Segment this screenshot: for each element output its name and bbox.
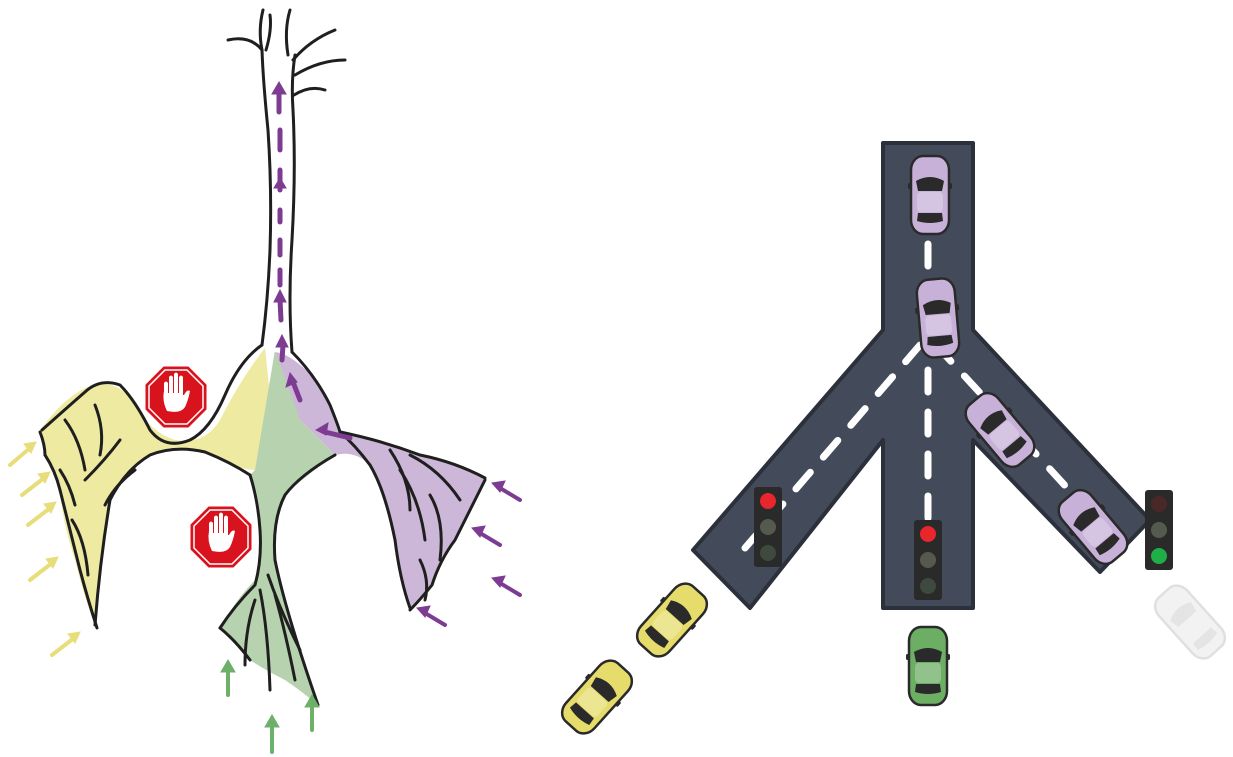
neuron <box>10 10 520 752</box>
stop-hand-icon <box>144 365 208 429</box>
traffic-light-icon <box>1145 490 1173 570</box>
traffic-light-icon <box>914 520 942 600</box>
car-icon <box>630 576 715 663</box>
road-junction <box>555 143 1231 741</box>
stop-hand-icon <box>189 505 253 569</box>
car-icon <box>1150 580 1230 663</box>
car-icon <box>906 627 950 705</box>
traffic-light-icon <box>754 487 782 567</box>
car-icon <box>555 653 640 740</box>
car-icon <box>908 156 952 234</box>
purple-dendrite-region <box>275 350 485 610</box>
car-icon <box>913 277 964 359</box>
